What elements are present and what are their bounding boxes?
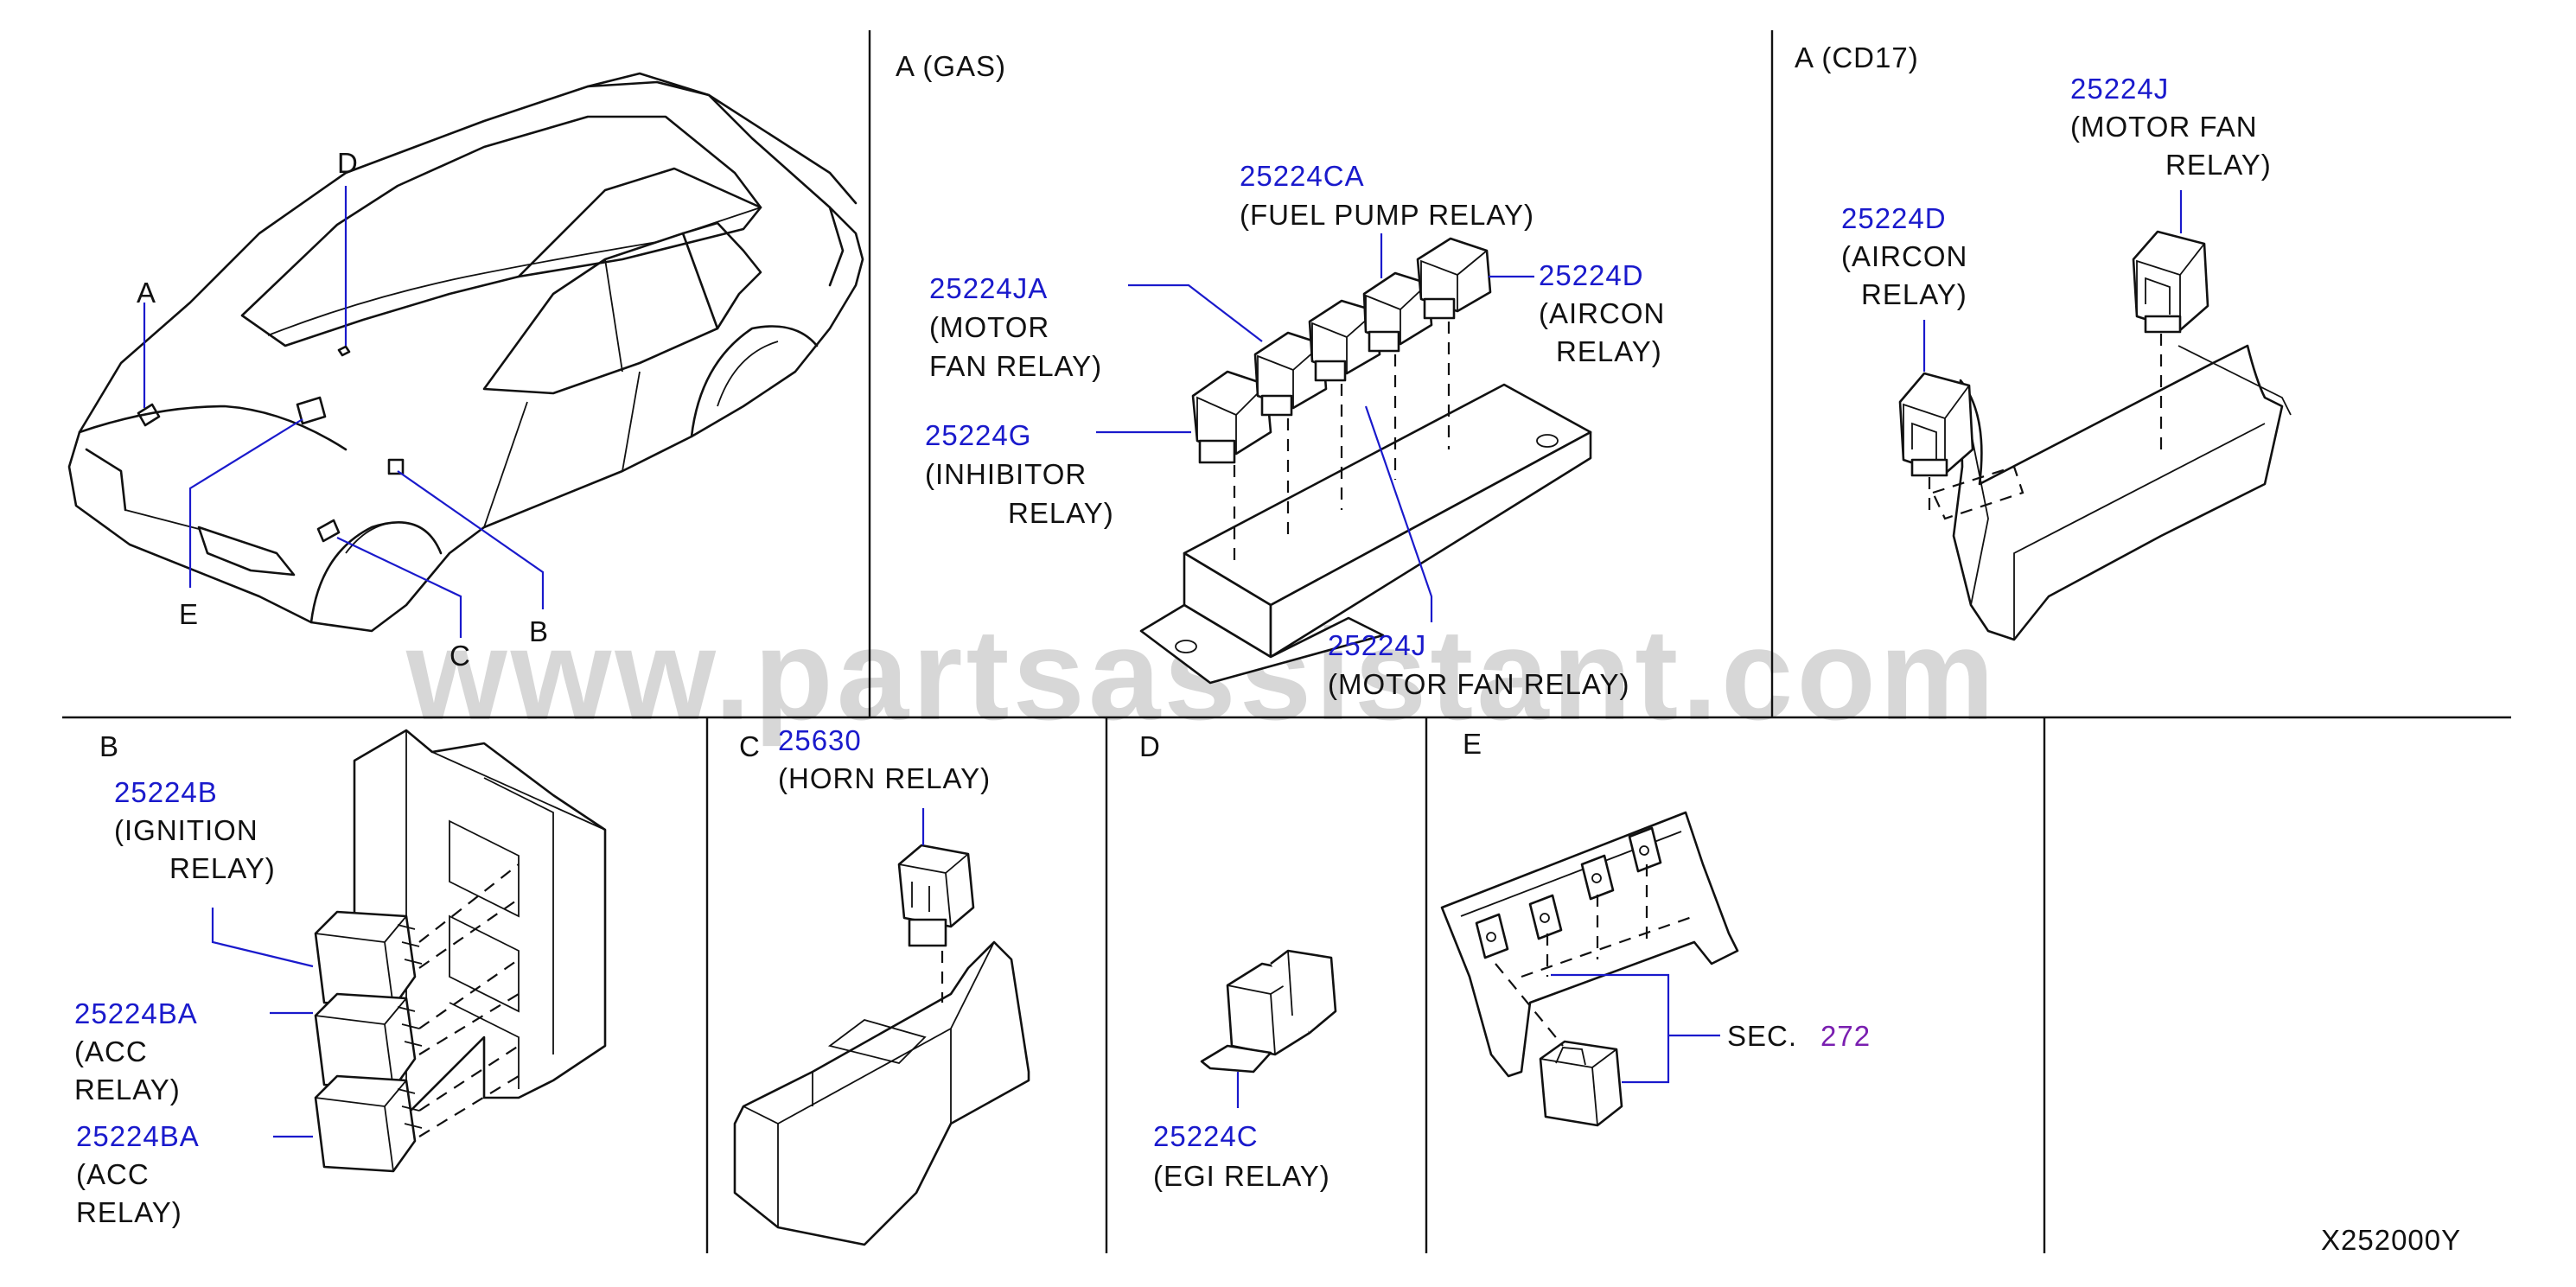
panel-grid — [62, 30, 2511, 1253]
panel-d-title: D — [1139, 730, 1161, 762]
car-label-b: B — [529, 615, 549, 647]
car-overview: A D E B C — [67, 72, 864, 672]
b-part-number-25224ba-2: 25224BA — [76, 1120, 200, 1152]
part-desc-aircon-2: RELAY) — [1556, 335, 1662, 367]
e-sec-number-link[interactable]: 272 — [1820, 1020, 1871, 1052]
part-desc-inhibitor-1: (INHIBITOR — [925, 458, 1087, 490]
cd17-desc-motor-fan-2: RELAY) — [2165, 149, 2272, 181]
panel-d: D 25224C (EGI RELAY) — [1139, 730, 1337, 1192]
cd17-desc-aircon-1: (AIRCON — [1841, 240, 1967, 272]
car-label-e: E — [179, 598, 199, 630]
relay-motor-fan-cd17 — [2132, 230, 2209, 334]
b-desc-acc-1b: RELAY) — [74, 1074, 181, 1105]
relay-e — [1539, 1040, 1623, 1127]
relay-aircon-a — [1308, 299, 1381, 382]
panel-e: E SEC. 272 — [1440, 728, 1871, 1127]
relay-acc-1 — [314, 992, 423, 1091]
cd17-desc-aircon-2: RELAY) — [1861, 278, 1967, 310]
b-part-number-25224ba-1: 25224BA — [74, 997, 198, 1029]
part-desc-aircon-1: (AIRCON — [1539, 297, 1665, 329]
c-desc-horn: (HORN RELAY) — [778, 762, 991, 794]
part-desc-motor-fan-2: FAN RELAY) — [929, 350, 1102, 382]
relay-bracket-e — [1440, 811, 1739, 1078]
leader-b — [397, 470, 545, 609]
panel-b: B 25224B — [74, 729, 607, 1228]
panel-a-cd17-title: A (CD17) — [1795, 41, 1919, 73]
cd17-part-number-25224j: 25224J — [2070, 73, 2169, 105]
relay-ignition — [314, 910, 423, 1009]
car-label-c: C — [450, 640, 471, 672]
relay-inhibitor — [1191, 370, 1272, 464]
b-desc-acc-2a: (ACC — [76, 1158, 150, 1190]
part-number-25224g: 25224G — [925, 419, 1031, 451]
panel-c: C 25630 (HORN RELAY) — [733, 724, 1030, 1246]
part-number-25224d: 25224D — [1539, 259, 1644, 291]
cd17-desc-motor-fan-1: (MOTOR FAN — [2070, 111, 2258, 143]
part-number-25224j: 25224J — [1328, 629, 1426, 661]
leader-e — [188, 418, 303, 588]
relay-aircon-cd17 — [1898, 372, 1974, 477]
drawing-code: X252000Y — [2321, 1224, 2461, 1256]
part-number-25224ja: 25224JA — [929, 272, 1048, 304]
b-desc-ignition-1: (IGNITION — [114, 814, 258, 846]
b-desc-acc-2b: RELAY) — [76, 1196, 182, 1228]
car-label-a: A — [137, 277, 156, 309]
e-sec-label: SEC. — [1727, 1020, 1797, 1052]
part-number-25224ca: 25224CA — [1240, 160, 1365, 192]
relay-bracket — [1139, 383, 1592, 685]
leader-c — [336, 537, 462, 638]
d-desc-egi: (EGI RELAY) — [1153, 1160, 1330, 1192]
panel-a-cd17: A (CD17) 25224J (MOTOR FAN RELAY) 25 — [1795, 41, 2292, 641]
relay-aircon-b — [1416, 237, 1492, 320]
panel-a-gas: A (GAS) — [896, 50, 1665, 700]
horn-relay-bracket — [733, 940, 1030, 1246]
relay-fuel-pump — [1362, 271, 1433, 353]
relay-egi — [1200, 949, 1337, 1074]
b-desc-ignition-2: RELAY) — [169, 852, 276, 884]
panel-b-title: B — [99, 730, 119, 762]
panel-c-title: C — [739, 730, 761, 762]
relay-bracket-cd17 — [1952, 344, 2292, 641]
cd17-part-number-25224d: 25224D — [1841, 202, 1947, 234]
c-part-number-25630: 25630 — [778, 724, 862, 756]
d-part-number-25224c: 25224C — [1153, 1120, 1259, 1152]
part-desc-motor-fan-3: (MOTOR FAN RELAY) — [1328, 668, 1629, 700]
panel-e-title: E — [1463, 728, 1482, 760]
car-illustration — [67, 72, 864, 633]
part-desc-motor-fan-1: (MOTOR — [929, 311, 1049, 343]
relay-horn — [897, 844, 975, 947]
panel-a-gas-title: A (GAS) — [896, 50, 1006, 82]
part-desc-inhibitor-2: RELAY) — [1008, 497, 1114, 529]
b-part-number-25224b: 25224B — [114, 776, 218, 808]
b-desc-acc-1a: (ACC — [74, 1035, 148, 1067]
relay-acc-2 — [314, 1074, 423, 1173]
car-label-d: D — [337, 147, 359, 179]
part-desc-fuel-pump: (FUEL PUMP RELAY) — [1240, 199, 1534, 231]
